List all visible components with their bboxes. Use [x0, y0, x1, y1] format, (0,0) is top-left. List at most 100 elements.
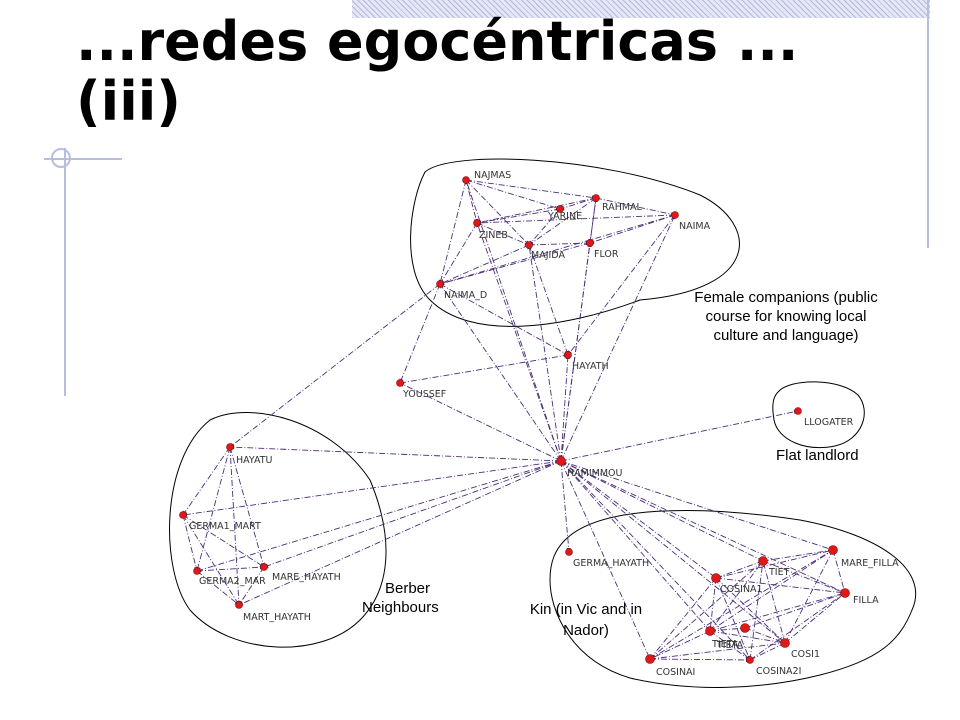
node-label-filla: FILLA [853, 595, 879, 606]
node-dot-hamimmou[interactable] [556, 456, 566, 466]
node-dot-rahmal[interactable] [592, 194, 600, 202]
edge-cosinai-cosina2i [649, 657, 751, 663]
node-naima_d[interactable]: NAIMA_D [436, 280, 488, 302]
node-label-mare_filla: MARE_FILLA [841, 558, 899, 569]
edge-hamimmou-germa_hayath [560, 460, 571, 553]
edge-naima-naima_d [439, 214, 676, 286]
node-majida[interactable]: MAJIDA [525, 241, 566, 262]
group-label-female-line2: course for knowing local [706, 308, 867, 325]
edge-germa1_mart-germa2_mar [182, 514, 199, 572]
node-dot-tieta[interactable] [705, 626, 715, 636]
node-dot-llogater[interactable] [794, 407, 802, 415]
node-hayatu[interactable]: HAYATU [226, 443, 273, 467]
node-hamimmou[interactable]: HAMIMMOU [556, 456, 623, 480]
node-cosina1[interactable]: COSINA1 [711, 573, 763, 596]
node-label-tiet: TIET [768, 567, 790, 578]
node-dot-germa_hayath[interactable] [565, 548, 573, 556]
node-zineb[interactable]: ZINEB [473, 219, 508, 242]
node-yarine[interactable]: YARINE [547, 205, 582, 223]
group-label-landlord: Flat landlord [776, 447, 859, 464]
node-mart_hayath[interactable]: MART_HAYATH [235, 601, 311, 624]
edge-tieta-filla [709, 591, 846, 632]
node-dot-naima[interactable] [671, 211, 679, 219]
group-label-berber-line2: Neighbours [362, 599, 439, 616]
node-dot-najmas[interactable] [462, 176, 470, 184]
node-dot-cosinai[interactable] [645, 654, 655, 664]
hull-flat-landlord [772, 381, 865, 448]
node-dot-mare_hayath[interactable] [260, 563, 268, 571]
edge-hayatu-germa2_mar [195, 446, 231, 572]
node-dot-flor[interactable] [586, 239, 594, 247]
slide-title-line2: (iii) [76, 70, 181, 133]
edge-cosina1-mare_filla [715, 548, 834, 579]
edge-hayatu-mare_hayath [229, 446, 266, 568]
decorative-title-underline [44, 158, 122, 160]
header-hatch-band [352, 0, 930, 18]
edge-najmas-rahmal [465, 179, 597, 200]
node-cosinai[interactable]: COSINAI [645, 654, 696, 679]
node-dot-germa1_mart[interactable] [179, 511, 187, 519]
node-cosina2i[interactable]: COSINA2I [746, 656, 802, 678]
edge-hamimmou-mare_hayath [263, 460, 562, 568]
node-label-naima: NAIMA [679, 221, 711, 232]
edge-naima-hayath_top [567, 214, 676, 356]
edge-tieta-cosina2i [709, 630, 751, 661]
node-dot-mart_hayath[interactable] [235, 601, 243, 609]
node-dot-tiet[interactable] [758, 556, 768, 566]
edge-cosina2i-filla [749, 592, 846, 661]
node-dot-tieta2[interactable] [740, 623, 750, 633]
node-label-mare_hayath: MARE_HAYATH [272, 572, 341, 583]
node-dot-germa2_mar[interactable] [193, 567, 201, 575]
edge-hamimmou-najmas [465, 179, 562, 462]
node-dot-youssef[interactable] [396, 379, 404, 387]
node-label-majida: MAJIDA [531, 250, 565, 261]
node-naima[interactable]: NAIMA [671, 211, 711, 233]
node-dot-cosina2i[interactable] [746, 656, 754, 664]
node-label-najmas: NAJMAS [474, 170, 511, 181]
node-dot-filla[interactable] [840, 588, 850, 598]
node-hayath_top[interactable]: HAYATH [564, 351, 609, 373]
node-najmas[interactable]: NAJMAS [462, 170, 512, 184]
node-filla[interactable]: FILLA [840, 588, 880, 607]
edge-hamimmou-tieta [560, 460, 711, 632]
node-youssef[interactable]: YOUSSEF [396, 379, 447, 401]
edge-cosina2i-tiet [749, 560, 765, 661]
node-dot-yarine[interactable] [556, 205, 564, 213]
node-mare_hayath[interactable]: MARE_HAYATH [260, 563, 341, 584]
group-label-kin-line1: Kin (in Vic and in [530, 601, 642, 618]
node-dot-naima_d[interactable] [436, 280, 444, 288]
node-rahmal[interactable]: RAHMAL [592, 194, 643, 214]
node-dot-mare_filla[interactable] [828, 545, 838, 555]
node-dot-cosina1[interactable] [711, 573, 721, 583]
node-dot-majida[interactable] [525, 241, 533, 249]
edge-zineb-naima_d [439, 222, 478, 285]
edge-hamimmou-hayatu [229, 444, 562, 462]
edge-hamimmou-naima_d [439, 283, 562, 462]
node-dot-cosi1[interactable] [780, 638, 790, 648]
node-dot-hayatu[interactable] [226, 443, 234, 451]
node-dot-hayath_top[interactable] [564, 351, 572, 359]
edge-germa1_mart-mare_hayath [182, 514, 265, 568]
node-label-cosina1: COSINA1 [720, 584, 763, 595]
edge-cosina2i-cosi1 [749, 642, 786, 661]
node-tieta2[interactable]: TIETA [716, 623, 750, 652]
edge-yarine-majida [528, 208, 561, 246]
edge-rahmal-naima [595, 197, 676, 217]
node-cosi1[interactable]: COSI1 [780, 638, 821, 661]
edge-cosina1-cosinai [649, 577, 717, 660]
node-mare_filla[interactable]: MARE_FILLA [828, 545, 900, 570]
group-label-kin-line2: Nador) [563, 622, 609, 639]
node-dot-zineb[interactable] [473, 219, 481, 227]
node-germa1_mart[interactable]: GERMA1_MART [179, 511, 262, 533]
node-tiet[interactable]: TIET [758, 556, 790, 579]
node-flor[interactable]: FLOR [586, 239, 619, 261]
node-label-rahmal: RAHMAL [602, 202, 643, 213]
node-llogater[interactable]: LLOGATER [794, 407, 854, 429]
edge-najmas-naima_d [438, 179, 467, 285]
node-germa_hayath[interactable]: GERMA_HAYATH [565, 548, 650, 570]
node-tieta[interactable]: TIETA [705, 626, 739, 651]
edge-majida-flor [528, 240, 591, 246]
decorative-right-rule [927, 0, 929, 248]
hull-berber-neighbours [169, 412, 387, 648]
node-germa2_mar[interactable]: GERMA2_MAR [193, 567, 267, 588]
